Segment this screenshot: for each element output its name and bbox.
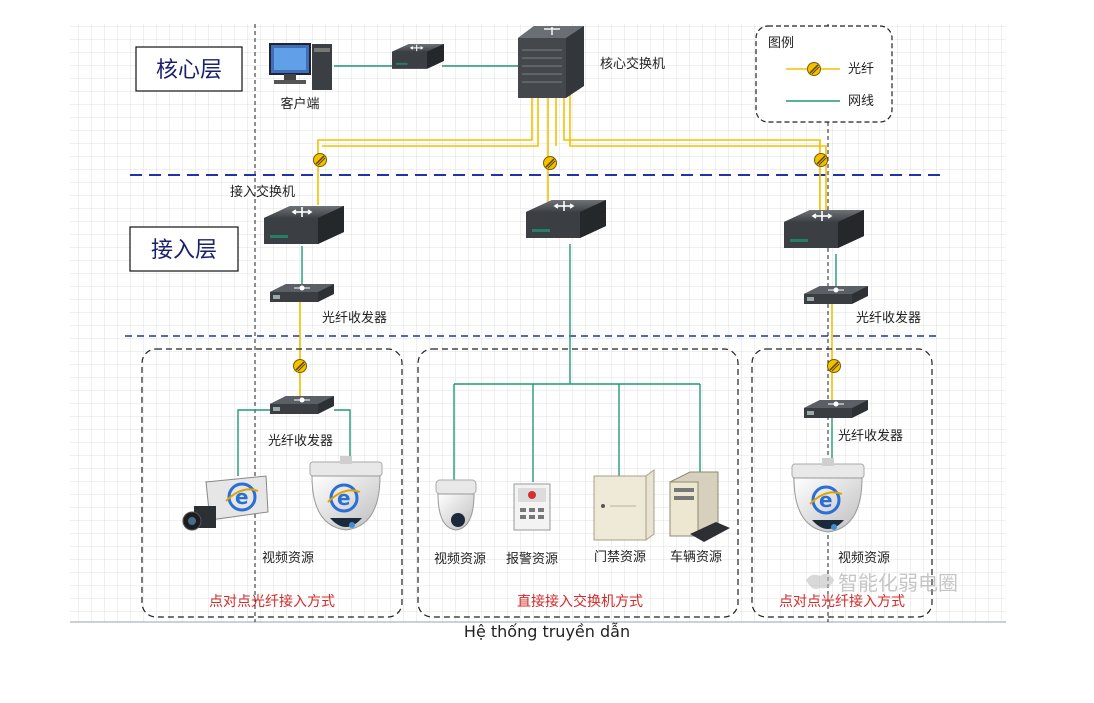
- access-layer-label: 接入层: [129, 226, 239, 272]
- video-resource-label: 视频资源: [838, 551, 890, 566]
- watermark: 智能化弱电圈: [806, 571, 958, 595]
- client-pc[interactable]: 客户端: [269, 43, 332, 112]
- legend-fiber-label: 光纤: [848, 62, 874, 77]
- svg-text:接入层: 接入层: [151, 238, 217, 263]
- access-switch-label: 接入交换机: [230, 184, 295, 200]
- legend-title: 图例: [768, 36, 794, 51]
- transceiver-label: 光纤收发器: [838, 428, 903, 444]
- core-switch[interactable]: 核心交换机: [518, 26, 665, 98]
- group-middle: [417, 348, 739, 618]
- video-resource-label: 视频资源: [262, 551, 314, 566]
- mini-dome-camera[interactable]: [435, 479, 477, 531]
- alarm-panel[interactable]: [513, 483, 551, 531]
- vehicle-resource-label: 车辆资源: [670, 549, 722, 565]
- bullet-camera[interactable]: [182, 475, 269, 531]
- access-control-box[interactable]: [593, 469, 655, 541]
- fiber-marker: [292, 358, 308, 374]
- transceiver-label: 光纤收发器: [322, 310, 387, 326]
- group-left: [141, 348, 403, 618]
- client-label: 客户端: [280, 96, 319, 112]
- svg-text:智能化弱电圈: 智能化弱电圈: [838, 571, 958, 595]
- fiber-marker: [813, 152, 829, 168]
- svg-text:核心层: 核心层: [156, 58, 222, 83]
- transceiver-label: 光纤收发器: [268, 433, 333, 449]
- core-layer-label: 核心层: [135, 46, 243, 92]
- legend: 图例 光纤 网线: [755, 25, 893, 123]
- group-right: [751, 348, 933, 618]
- group-left-title: 点对点光纤接入方式: [209, 593, 335, 610]
- core-switch-label: 核心交换机: [600, 56, 665, 72]
- alarm-resource-label: 报警资源: [506, 551, 558, 567]
- fiber-marker: [542, 155, 558, 171]
- access-control-resource-label: 门禁资源: [594, 550, 646, 565]
- vehicle-server[interactable]: [669, 471, 730, 542]
- fiber-marker: [826, 358, 842, 374]
- fiber-marker: [312, 152, 328, 168]
- video-resource-label: 视频资源: [434, 552, 486, 567]
- group-right-title: 点对点光纤接入方式: [779, 593, 905, 610]
- group-middle-title: 直接接入交换机方式: [517, 593, 643, 610]
- legend-cable-label: 网线: [848, 94, 874, 109]
- cable-links: [237, 65, 837, 490]
- diagram-caption: Hệ thống truyền dẫn: [463, 622, 631, 641]
- transceiver-label: 光纤收发器: [856, 310, 921, 326]
- fiber-links: [299, 92, 833, 414]
